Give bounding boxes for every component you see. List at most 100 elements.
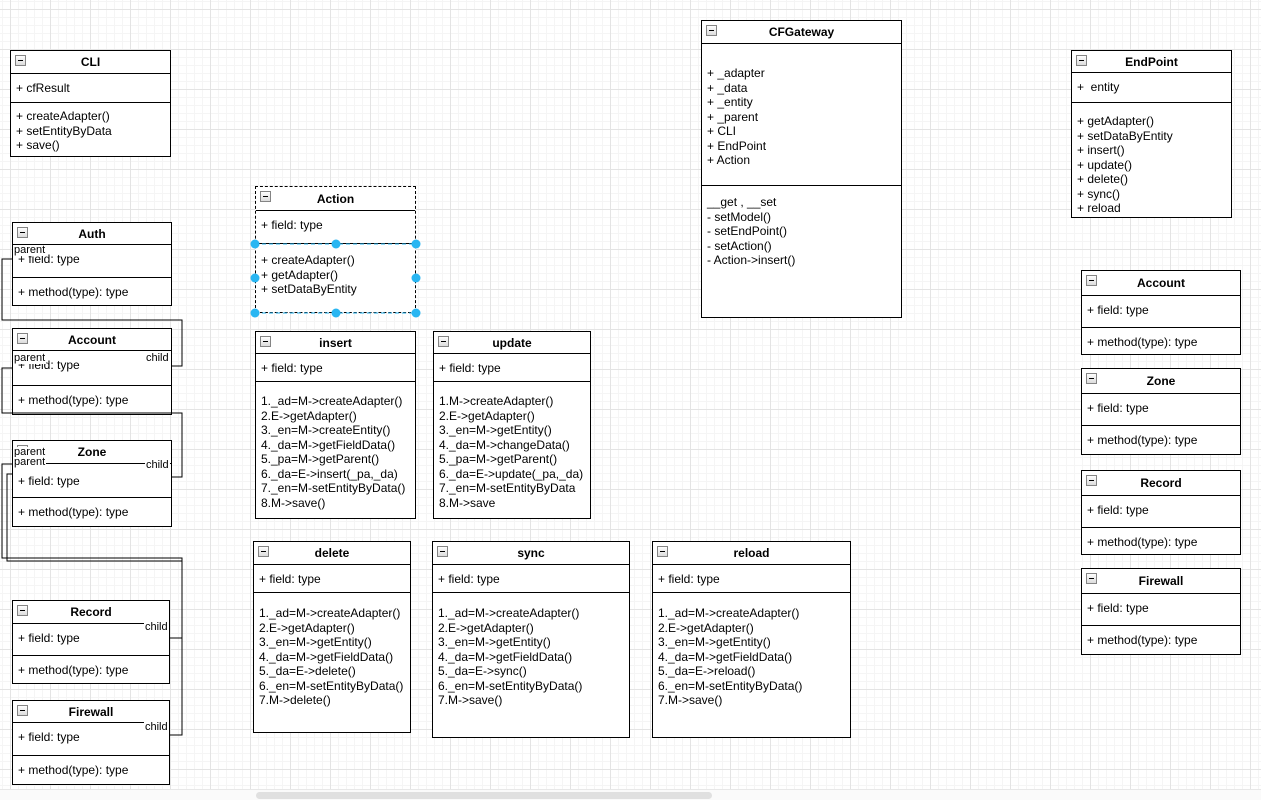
collapse-icon[interactable] [706,25,717,36]
text-line: + field: type [438,572,500,586]
horizontal-scrollbar-thumb[interactable] [256,792,712,799]
class-box-endpoint[interactable]: EndPoint + entity + getAdapter()+ setDat… [1071,50,1232,218]
fields-compartment[interactable]: + field: type [1082,394,1240,426]
methods-compartment[interactable]: 1.M->createAdapter()2.E->getAdapter()3._… [434,382,590,518]
collapse-icon[interactable] [1086,573,1097,584]
fields-compartment[interactable]: + field: type [653,565,850,593]
class-box-sync[interactable]: sync + field: type 1._ad=M->createAdapte… [432,541,630,738]
fields-compartment[interactable]: + entity [1072,73,1231,103]
class-title-bar[interactable]: Firewall [1082,569,1240,594]
class-title-bar[interactable]: reload [653,542,850,565]
fields-compartment[interactable]: + field: type [256,354,415,382]
edge-label-parent[interactable]: parent [13,352,47,364]
class-title-bar[interactable]: EndPoint [1072,51,1231,73]
class-title-bar[interactable]: Auth [13,223,171,245]
class-box-firewall-left[interactable]: Firewall + field: type + method(type): t… [12,700,170,785]
text-line: + field: type [259,572,321,586]
collapse-icon[interactable] [15,55,26,66]
collapse-icon[interactable] [17,605,28,616]
class-title-bar[interactable]: Account [1082,271,1240,296]
collapse-icon[interactable] [17,333,28,344]
class-title-bar[interactable]: Account [13,329,171,351]
methods-compartment[interactable]: + method(type): type [13,756,169,784]
class-title-bar[interactable]: insert [256,332,415,354]
class-box-cfgateway[interactable]: CFGateway + _adapter+ _data+ _entity+ _p… [701,20,902,318]
methods-compartment[interactable]: + method(type): type [1082,426,1240,454]
class-title-bar[interactable]: Record [1082,471,1240,496]
text-line: + method(type): type [1087,535,1198,549]
class-box-record-left[interactable]: Record + field: type + method(type): typ… [12,600,170,684]
class-title-bar[interactable]: Action [256,187,415,211]
methods-compartment[interactable]: + getAdapter()+ setDataByEntity+ insert(… [1072,103,1231,217]
edge-label-child[interactable]: child [145,459,170,471]
methods-compartment[interactable]: + method(type): type [13,278,171,305]
edge-label-child[interactable]: child [144,621,169,633]
class-box-record-right[interactable]: Record + field: type + method(type): typ… [1081,470,1241,555]
class-title-bar[interactable]: Zone [1082,369,1240,394]
collapse-icon[interactable] [17,227,28,238]
collapse-icon[interactable] [657,546,668,557]
text-line: + delete() [1077,172,1129,186]
fields-compartment[interactable]: + cfResult [11,74,170,103]
class-box-auth[interactable]: Auth + field: type + method(type): type [12,222,172,306]
edge-label-parent[interactable]: parent [13,244,47,256]
fields-compartment[interactable]: + _adapter+ _data+ _entity+ _parent+ CLI… [702,44,901,186]
class-box-account-right[interactable]: Account + field: type + method(type): ty… [1081,270,1241,355]
class-title-bar[interactable]: sync [433,542,629,565]
class-title-bar[interactable]: CLI [11,51,170,74]
class-title: Zone [77,445,107,459]
horizontal-scrollbar-track[interactable] [0,789,1261,800]
fields-compartment[interactable]: + field: type [433,565,629,593]
text-line: + Action [707,153,751,167]
fields-compartment[interactable]: + field: type [1082,296,1240,328]
text-line: + field: type [18,631,80,645]
fields-compartment[interactable]: + field: type [434,354,590,382]
class-box-action[interactable]: Action + field: type + createAdapter()+ … [255,186,416,313]
class-box-firewall-right[interactable]: Firewall + field: type + method(type): t… [1081,568,1241,655]
methods-compartment[interactable]: __get , __set- setModel()- setEndPoint()… [702,186,901,317]
collapse-icon[interactable] [437,546,448,557]
collapse-icon[interactable] [1086,475,1097,486]
edge-label-parent[interactable]: parent [13,456,47,468]
collapse-icon[interactable] [438,336,449,347]
collapse-icon[interactable] [258,546,269,557]
methods-compartment[interactable]: 1._ad=M->createAdapter()2.E->getAdapter(… [256,382,415,518]
methods-compartment[interactable]: + createAdapter()+ setEntityByData+ save… [11,103,170,156]
collapse-icon[interactable] [1076,55,1087,66]
methods-compartment[interactable]: + method(type): type [1082,328,1240,354]
class-box-account-left[interactable]: Account + field: type + method(type): ty… [12,328,172,415]
text-line: + field: type [439,361,501,375]
class-box-insert[interactable]: insert + field: type 1._ad=M->createAdap… [255,331,416,519]
class-title-bar[interactable]: CFGateway [702,21,901,44]
methods-compartment[interactable]: 1._ad=M->createAdapter()2.E->getAdapter(… [254,593,410,732]
class-title-bar[interactable]: Firewall [13,701,169,723]
methods-compartment[interactable]: 1._ad=M->createAdapter()2.E->getAdapter(… [433,593,629,737]
class-title-bar[interactable]: delete [254,542,410,565]
fields-compartment[interactable]: + field: type [1082,594,1240,626]
fields-compartment[interactable]: + field: type [256,211,415,244]
methods-compartment[interactable]: + method(type): type [13,498,171,526]
edge-label-child[interactable]: child [144,721,169,733]
class-box-delete[interactable]: delete + field: type 1._ad=M->createAdap… [253,541,411,733]
collapse-icon[interactable] [1086,373,1097,384]
collapse-icon[interactable] [1086,275,1097,286]
collapse-icon[interactable] [260,336,271,347]
methods-compartment[interactable]: + method(type): type [1082,626,1240,654]
collapse-icon[interactable] [17,705,28,716]
class-box-cli[interactable]: CLI + cfResult + createAdapter()+ setEnt… [10,50,171,157]
class-box-update[interactable]: update + field: type 1.M->createAdapter(… [433,331,591,519]
methods-compartment[interactable]: 1._ad=M->createAdapter()2.E->getAdapter(… [653,593,850,737]
fields-compartment[interactable]: + field: type [254,565,410,593]
text-line: 1._ad=M->createAdapter() [259,606,401,620]
methods-compartment[interactable]: + method(type): type [1082,528,1240,554]
methods-compartment[interactable]: + method(type): type [13,386,171,414]
edge-label-child[interactable]: child [145,352,170,364]
methods-compartment-selected[interactable]: + createAdapter()+ getAdapter()+ setData… [256,244,415,312]
methods-compartment[interactable]: + method(type): type [13,656,169,683]
collapse-icon[interactable] [260,191,271,202]
class-box-reload[interactable]: reload + field: type 1._ad=M->createAdap… [652,541,851,738]
class-title-bar[interactable]: update [434,332,590,354]
fields-compartment[interactable]: + field: type [1082,496,1240,528]
class-box-zone-right[interactable]: Zone + field: type + method(type): type [1081,368,1241,455]
